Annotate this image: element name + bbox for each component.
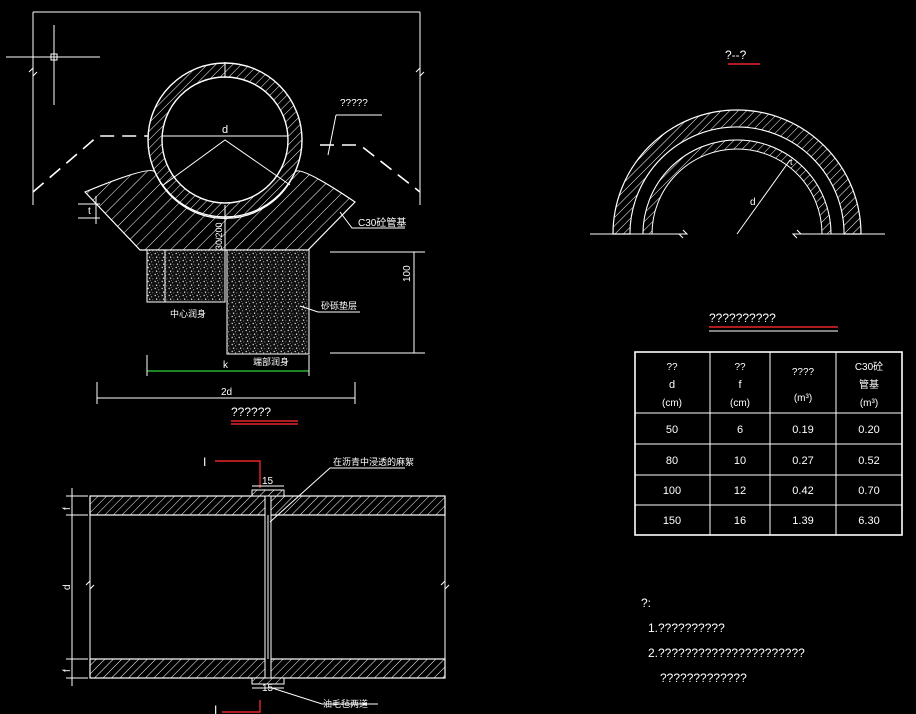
cell-r2-c1: 80	[666, 455, 678, 467]
break-mark-left	[28, 66, 38, 78]
notes-block: ?: 1.?????????? 2.??????????????????????…	[641, 596, 805, 685]
label-sand-layer: 砂砾垫层	[321, 300, 357, 311]
leader-joint-top	[269, 467, 405, 523]
cell-r1-c1: 50	[666, 424, 678, 436]
label-long-f-bottom: f	[62, 669, 73, 672]
cross-section-view: d t ????? C30砼管基 100 30/200 中心润身 端部润身 砂砾…	[6, 11, 425, 425]
break-mark-right	[415, 66, 425, 78]
half-radius-line	[736, 159, 791, 235]
sand-bed-center	[146, 249, 226, 303]
cell-r2-c2: 10	[734, 455, 746, 467]
marker-i-bottom-line	[222, 700, 261, 713]
header-2-line-1: ??	[734, 362, 746, 373]
pipe-support-angle	[161, 139, 291, 187]
marker-i-top: I	[203, 455, 206, 469]
long-break-left	[85, 579, 95, 591]
cell-r1-c3: 0.19	[792, 424, 813, 436]
header-1-line-1: ??	[666, 362, 678, 373]
label-dim-30-200: 30/200	[214, 222, 224, 250]
header-4-line-3: (m³)	[860, 398, 878, 409]
quantity-table-block: ?????????? ?? d (cm) ?? f (cm) ???? (m³)…	[634, 311, 903, 536]
leader-joint-bottom	[271, 687, 378, 705]
cell-r4-c3: 1.39	[792, 515, 813, 527]
label-c30-base: C30砼管基	[358, 216, 406, 229]
label-pipe-d: d	[222, 124, 228, 136]
header-3-line-2: (m³)	[794, 393, 812, 404]
label-side-zone: 端部润身	[253, 356, 289, 367]
cell-r3-c1: 100	[663, 485, 681, 497]
leader-qmark-v	[327, 114, 337, 156]
header-3-line-1: ????	[792, 367, 815, 378]
sand-bed-end	[226, 249, 310, 355]
joint-top-band	[251, 489, 285, 497]
ground-line-left	[32, 135, 160, 193]
label-center-zone: 中心润身	[170, 308, 206, 319]
cell-r3-c4: 0.70	[858, 485, 879, 497]
half-break-left	[677, 229, 689, 239]
half-break-right	[791, 229, 803, 239]
section-title: ??????	[231, 405, 271, 419]
longitudinal-view: I I 15 15 在沥青中浸透的麻絮 油毛毡两道 f d f	[62, 455, 450, 714]
label-long-f-top: f	[62, 507, 73, 510]
label-dim-k: k	[223, 360, 229, 371]
note-item-2-cont: ?????????????	[660, 671, 747, 685]
note-joint-bottom: 油毛毡两道	[323, 698, 368, 709]
leader-base	[339, 211, 405, 229]
header-2-line-2: f	[738, 379, 742, 391]
header-4-line-1: C30砼	[855, 360, 883, 373]
header-4-line-2: 管基	[859, 378, 879, 391]
note-joint-top: 在沥青中浸透的麻絮	[333, 456, 414, 467]
notes-heading: ?:	[641, 596, 651, 610]
table-title: ??????????	[709, 311, 776, 325]
cell-r1-c2: 6	[737, 424, 743, 436]
long-break-right	[440, 579, 450, 591]
header-2-line-3: (cm)	[730, 398, 750, 409]
cell-r2-c3: 0.27	[792, 455, 813, 467]
label-dim-15-bottom: 15	[262, 683, 274, 694]
cell-r4-c4: 6.30	[858, 515, 879, 527]
cell-r4-c2: 16	[734, 515, 746, 527]
label-long-d: d	[62, 584, 73, 590]
concrete-base	[83, 169, 356, 251]
marker-i-bottom: I	[214, 703, 217, 714]
cell-r3-c2: 12	[734, 485, 746, 497]
note-item-1: 1.??????????	[648, 621, 725, 635]
note-item-2: 2.??????????????????????	[648, 646, 805, 660]
cell-r3-c3: 0.42	[792, 485, 813, 497]
label-thickness-t: t	[88, 206, 91, 217]
marker-i-top-line	[215, 460, 261, 488]
half-section-view: ?--? d t	[590, 48, 885, 239]
label-half-t: t	[790, 157, 793, 167]
ground-line-right	[320, 144, 421, 193]
cell-r1-c4: 0.20	[858, 424, 879, 436]
cell-r4-c1: 150	[663, 515, 681, 527]
cursor-pickbox	[50, 53, 58, 61]
header-1-line-2: d	[669, 379, 675, 391]
label-dim-15-top: 15	[262, 476, 274, 487]
label-qmark: ?????	[340, 98, 368, 109]
header-1-line-3: (cm)	[662, 398, 682, 409]
cell-r2-c4: 0.52	[858, 455, 879, 467]
label-dim-2d: 2d	[221, 387, 232, 398]
label-half-d: d	[750, 197, 756, 208]
leader-sand	[299, 305, 360, 313]
label-dim-100: 100	[402, 265, 413, 282]
half-section-title: ?--?	[725, 48, 747, 62]
